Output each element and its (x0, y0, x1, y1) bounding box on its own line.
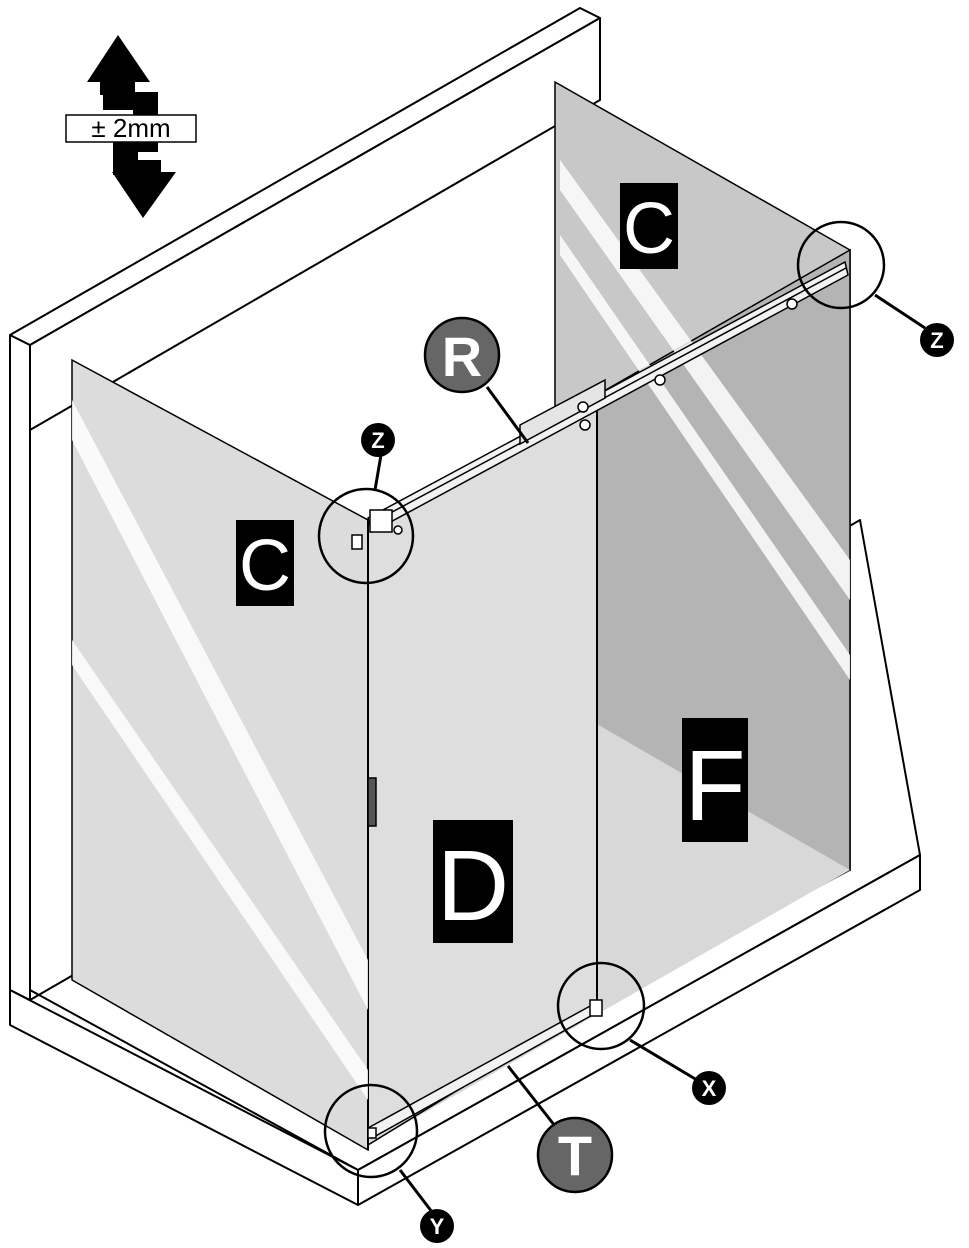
callout-rail: R (423, 316, 501, 394)
door-handle (367, 777, 377, 827)
marker-z-top-left-text: Z (371, 428, 384, 453)
panel-label-back: C (620, 183, 678, 269)
panel-label-left: C (236, 520, 294, 606)
marker-x-text: X (702, 1076, 717, 1101)
detail-circles (317, 220, 886, 1179)
glass-panels (71, 80, 851, 1152)
detail-circle-bottom-center (556, 961, 646, 1051)
detail-circle-top-right (796, 220, 886, 310)
bottom-track (367, 999, 603, 1140)
panel-label-inner-text: F (684, 730, 745, 842)
door-top-plate (519, 378, 606, 446)
panel-label-back-text: C (623, 189, 675, 269)
tolerance-text: ± 2mm (91, 113, 170, 143)
roller-wheel (786, 298, 798, 310)
track-end-cap (367, 1127, 377, 1139)
top-rail (351, 260, 849, 550)
floor-slab-left (9, 989, 359, 1206)
callout-track-text: T (558, 1124, 592, 1187)
callout-track: T (536, 1116, 614, 1194)
rail-bracket-left (369, 509, 393, 533)
roller-wheel (577, 401, 589, 413)
wall-bracket-left (351, 534, 363, 550)
panel-label-door-text: D (437, 830, 509, 942)
marker-y-text: Y (430, 1214, 445, 1239)
leader-lines (373, 293, 926, 1213)
detail-circle-top-left (317, 487, 415, 585)
callout-rail-text: R (442, 325, 482, 388)
left-wall-front (9, 334, 31, 1001)
panel-label-inner: F (682, 718, 748, 842)
roller-wheel (579, 419, 591, 431)
detail-circle-bottom-left (323, 1083, 419, 1179)
panel-label-left-text: C (239, 526, 291, 606)
panel-label-door: D (433, 820, 513, 943)
marker-z-top-right: Z (920, 323, 954, 357)
marker-z-top-right-text: Z (930, 328, 943, 353)
roller-wheel (654, 374, 666, 386)
back-wall-top (9, 7, 601, 346)
marker-y: Y (420, 1209, 454, 1243)
marker-z-top-left: Z (361, 423, 395, 457)
marker-x: X (692, 1071, 726, 1105)
floor-guide (589, 999, 603, 1017)
glass-reflections (72, 160, 850, 1100)
tolerance-label: ± 2mm (65, 113, 197, 143)
